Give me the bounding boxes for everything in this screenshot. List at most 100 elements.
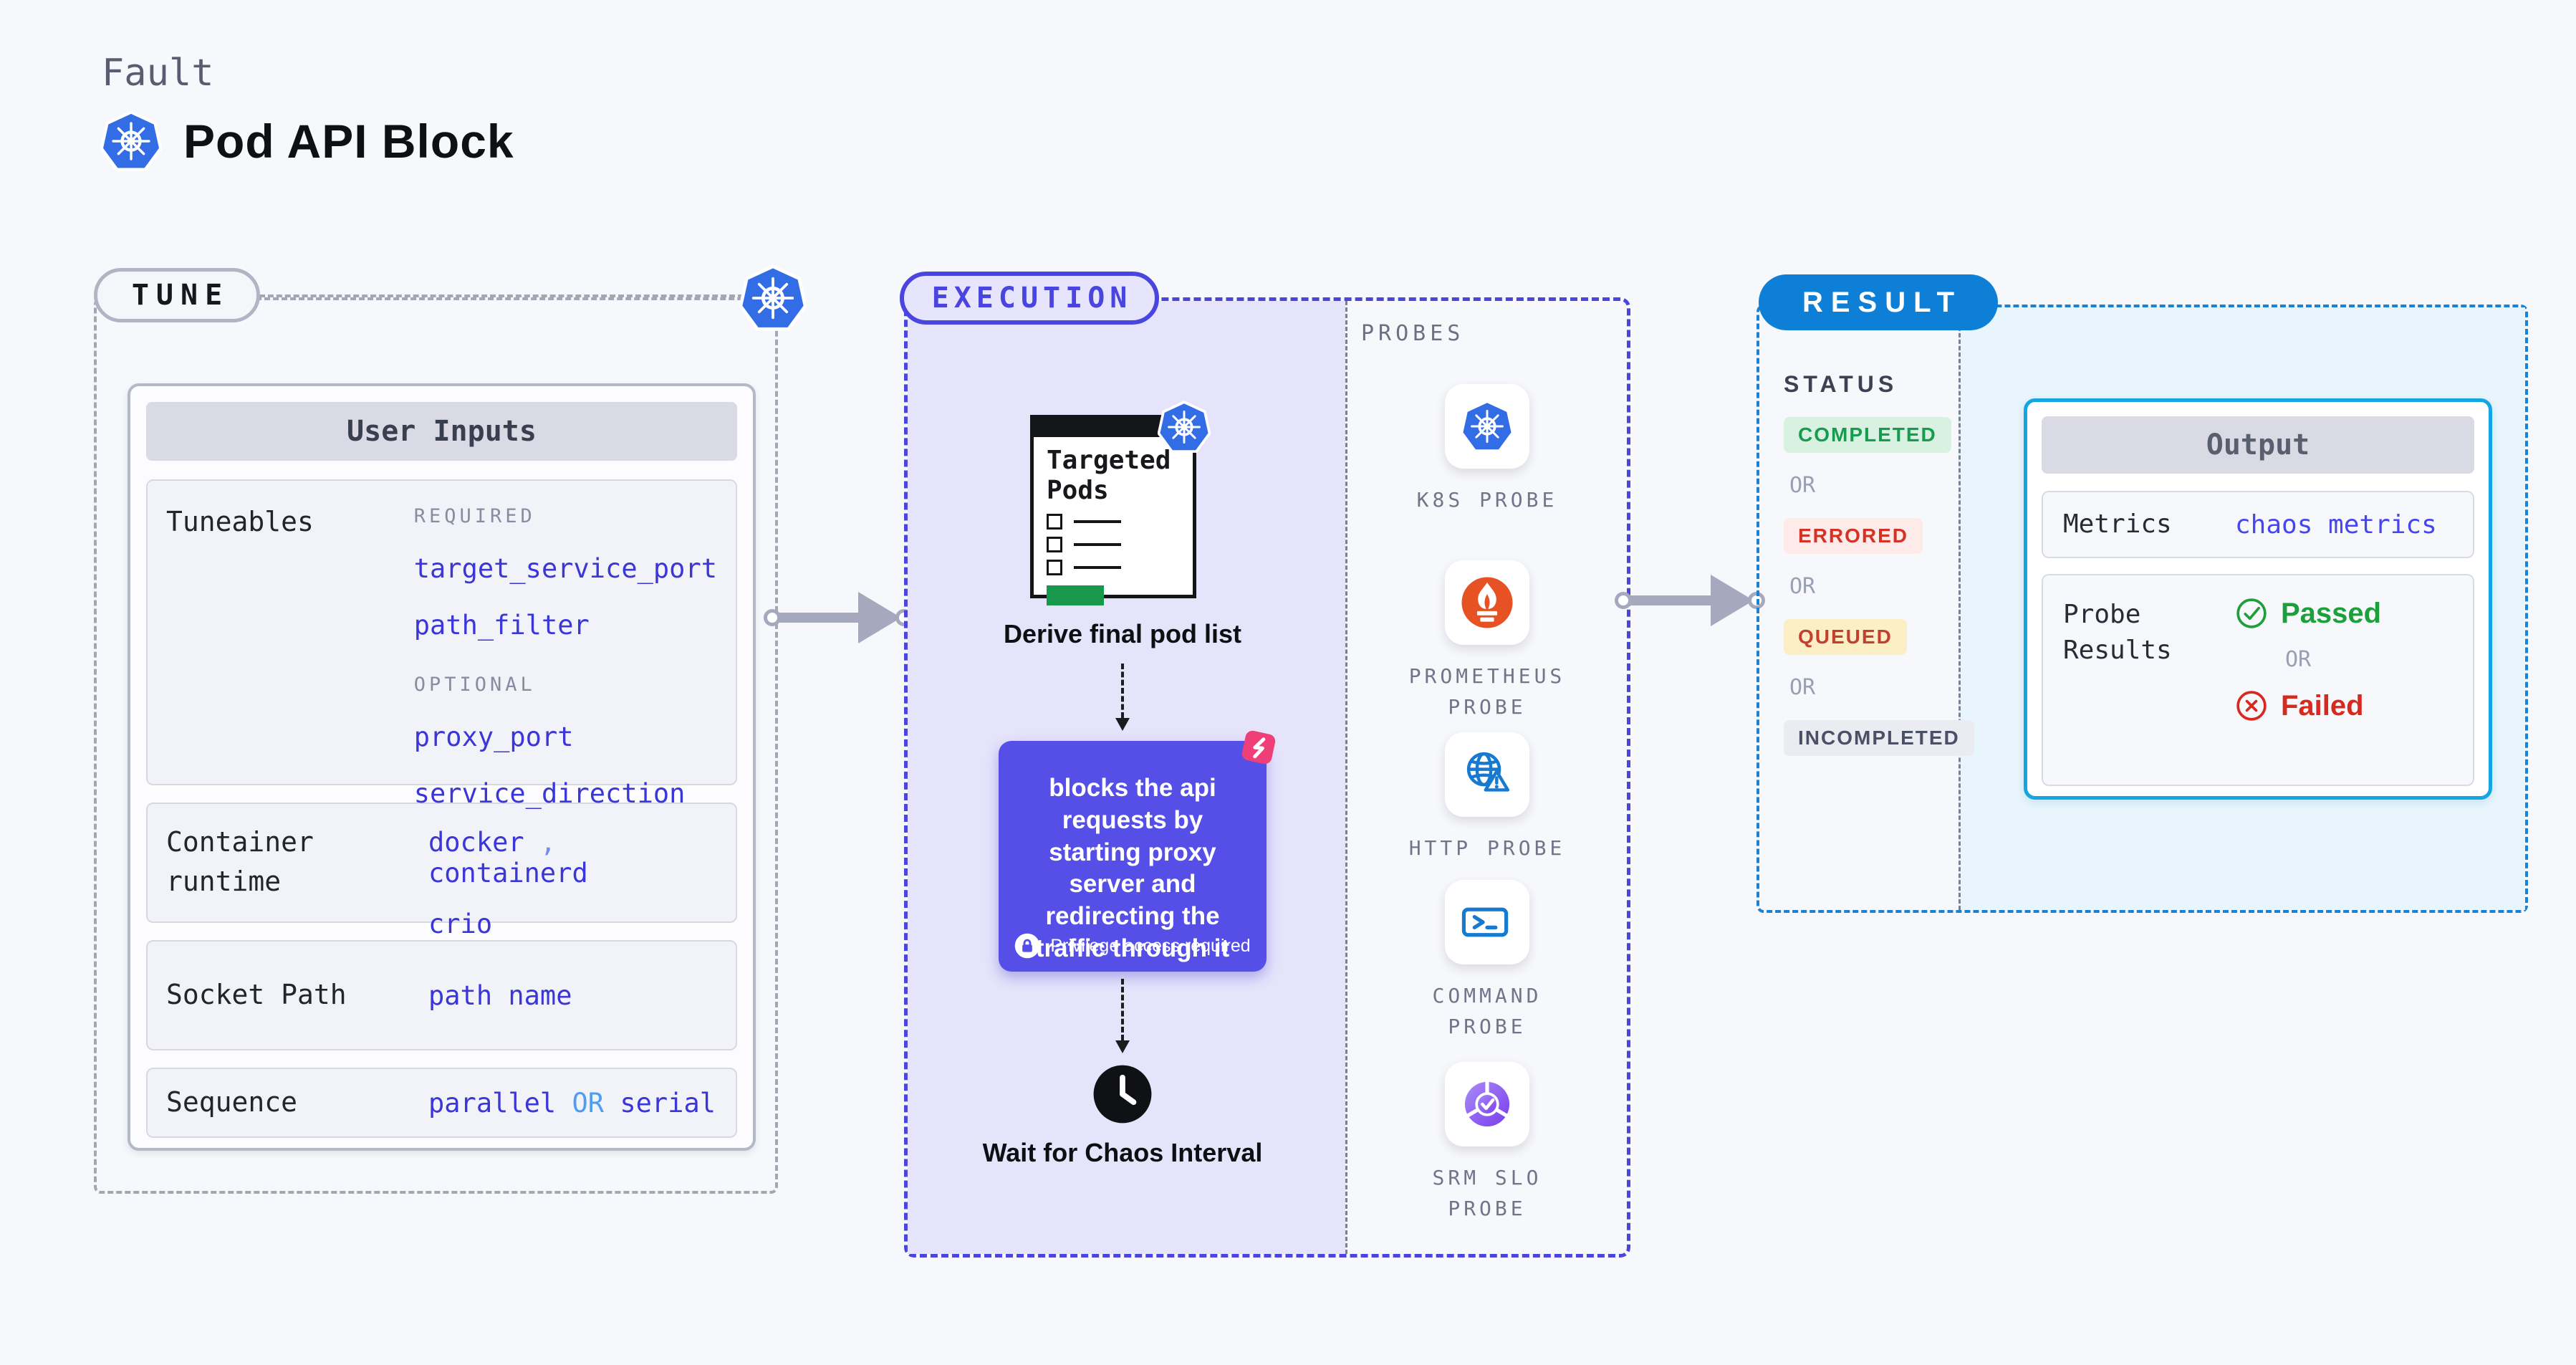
or-label: OR — [1789, 574, 1816, 599]
probe-card — [1445, 880, 1529, 964]
passed-row: Passed — [2235, 597, 2381, 630]
sequence-section: Sequence parallel OR serial — [146, 1068, 737, 1138]
tuneable-value: proxy_port — [413, 722, 574, 752]
result-pill: RESULT — [1759, 274, 1998, 330]
metrics-value: chaos metrics — [2235, 509, 2437, 540]
metrics-row: Metrics chaos metrics — [2042, 491, 2474, 558]
status-badge-incompleted: INCOMPLETED — [1784, 720, 1974, 756]
or-keyword: OR — [572, 1087, 605, 1119]
separator: , — [539, 827, 557, 858]
derive-pod-list-label: Derive final pod list — [1003, 619, 1242, 648]
failed-row: Failed — [2235, 689, 2381, 722]
status-badge-completed: COMPLETED — [1784, 417, 1951, 453]
probe-card — [1445, 560, 1529, 645]
failed-label: Failed — [2281, 689, 2364, 722]
globe-warning-icon — [1461, 748, 1514, 801]
probe-results-row: Probe Results Passed OR Failed — [2042, 574, 2474, 786]
tuneables-label: Tuneables — [166, 506, 314, 537]
check-circle-icon — [2235, 597, 2268, 630]
green-bar — [1047, 585, 1104, 605]
probe-item-k8s: K8S PROBE — [1352, 384, 1622, 515]
runtime-value: crio — [428, 909, 493, 939]
metrics-label: Metrics — [2063, 509, 2172, 539]
or-label: OR — [2285, 647, 2312, 672]
arrow-line — [1628, 595, 1734, 605]
tune-pill: TUNE — [94, 268, 260, 322]
dashed-arrow-down — [1115, 664, 1130, 731]
socket-path-label: Socket Path — [166, 979, 347, 1011]
probe-card — [1445, 732, 1529, 817]
probe-label: K8S PROBE — [1416, 488, 1558, 512]
clock-icon — [1092, 1063, 1153, 1125]
probe-item-srm-slo: SRM SLO PROBE — [1352, 1062, 1622, 1225]
execution-pill: EXECUTION — [900, 272, 1159, 325]
arrow-tune-to-execution — [764, 590, 913, 645]
targeted-pods-title: Targeted Pods — [1047, 446, 1171, 506]
tuneables-section: Tuneables REQUIRED target_service_port p… — [146, 479, 737, 809]
kubernetes-icon — [100, 109, 162, 173]
arrow-head — [858, 592, 901, 643]
privilege-text: Privilege access required — [1050, 935, 1251, 956]
tuneable-value: target_service_port — [413, 553, 717, 584]
lock-icon — [1014, 933, 1040, 959]
probe-label: SRM SLO PROBE — [1432, 1166, 1542, 1221]
probe-item-prometheus: PROMETHEUS PROBE — [1352, 560, 1622, 723]
pod-list-row — [1047, 559, 1193, 575]
or-label: OR — [1789, 675, 1816, 700]
connector-dot — [764, 609, 781, 626]
optional-heading: OPTIONAL — [413, 674, 536, 696]
output-header: Output — [2042, 416, 2474, 474]
prometheus-icon — [1461, 576, 1514, 629]
slo-pie-icon — [1461, 1078, 1514, 1131]
probe-card — [1445, 384, 1529, 469]
probes-divider — [1345, 301, 1347, 1254]
pod-list-row — [1047, 513, 1193, 530]
fault-action-text: blocks the api requests by starting prox… — [1035, 774, 1230, 962]
probe-item-http: HTTP PROBE — [1352, 732, 1622, 863]
targeted-pods-doc: Targeted Pods — [1030, 415, 1196, 605]
probe-label: PROMETHEUS PROBE — [1408, 664, 1566, 719]
kubernetes-icon — [1461, 400, 1514, 453]
user-inputs-header: User Inputs — [146, 402, 737, 461]
required-heading: REQUIRED — [413, 505, 536, 527]
tuneable-value: service_direction — [413, 778, 686, 809]
list-line — [1074, 519, 1121, 523]
x-circle-icon — [2235, 689, 2268, 722]
checkbox-icon — [1047, 513, 1062, 530]
fault-action-card: blocks the api requests by starting prox… — [999, 741, 1267, 972]
status-divider — [1959, 307, 1961, 910]
status-badge-errored: ERRORED — [1784, 518, 1923, 554]
checkbox-icon — [1047, 559, 1062, 575]
kubernetes-icon — [739, 264, 807, 332]
probe-results-label: Probe Results — [2063, 600, 2172, 666]
sequence-label: Sequence — [166, 1086, 298, 1119]
tuneable-value: path_filter — [413, 610, 590, 641]
status-badge-queued: QUEUED — [1784, 619, 1907, 655]
probe-item-command: COMMAND PROBE — [1352, 880, 1622, 1043]
fault-eyebrow: Fault — [102, 52, 214, 95]
status-list: COMPLETED OR ERRORED OR QUEUED OR INCOMP… — [1784, 417, 1974, 756]
arrow-line — [777, 613, 881, 623]
user-inputs-card: User Inputs Tuneables REQUIRED target_se… — [128, 383, 756, 1151]
connector-dot — [1615, 592, 1632, 609]
sequence-value: parallel OR serial — [428, 1087, 716, 1119]
tune-section-box — [94, 297, 778, 1194]
container-runtime-section: Container runtime docker , containerd cr… — [146, 803, 737, 939]
container-runtime-label: Container runtime — [166, 826, 314, 898]
arrow-probes-to-result — [1615, 573, 1765, 628]
list-line — [1074, 565, 1121, 569]
page-header: Pod API Block — [100, 109, 514, 173]
terminal-icon — [1461, 896, 1514, 949]
wait-chaos-interval-label: Wait for Chaos Interval — [982, 1138, 1263, 1167]
socket-path-value: path name — [428, 980, 572, 1011]
page-title: Pod API Block — [183, 115, 514, 168]
probe-label: HTTP PROBE — [1408, 836, 1566, 860]
probe-label: COMMAND PROBE — [1432, 984, 1542, 1039]
list-line — [1074, 542, 1121, 546]
probe-card — [1445, 1062, 1529, 1146]
or-label: OR — [1789, 473, 1816, 498]
tune-connector-dashline — [259, 294, 744, 297]
chaos-icon — [1236, 725, 1281, 770]
privilege-row: Privilege access required — [999, 933, 1267, 959]
